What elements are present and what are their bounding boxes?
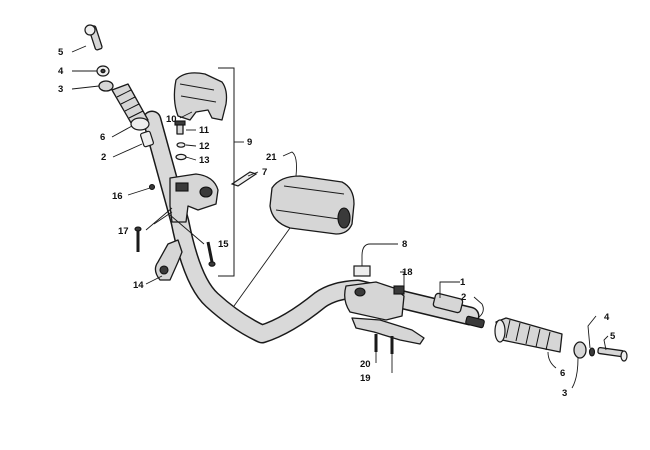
bar-end-sleeve [432, 292, 464, 314]
callout-5-right: 5 [610, 331, 616, 342]
callout-1: 1 [460, 277, 466, 288]
callout-2-left: 2 [101, 152, 106, 163]
cover-screw [174, 120, 186, 135]
callout-18: 18 [402, 267, 413, 278]
throttle-lever-clamp [154, 239, 183, 281]
grip-sleeve-left [140, 130, 154, 148]
callout-15: 15 [218, 239, 229, 250]
callout-9: 9 [247, 137, 252, 148]
callout-3-left: 3 [58, 84, 63, 95]
grip-right [494, 317, 563, 353]
clamp-bolt-short [206, 241, 216, 267]
callout-5-left: 5 [58, 47, 64, 58]
grip-left [111, 83, 150, 131]
grip-ribs-right [505, 319, 551, 351]
callouts: 5 4 3 6 2 10 11 12 13 9 21 7 16 17 15 14… [58, 47, 616, 399]
handlebar-tube [142, 110, 480, 344]
washer-left [96, 65, 110, 77]
callout-2-right: 2 [461, 292, 466, 303]
grip-sleeve-right [465, 315, 485, 329]
callout-16: 16 [112, 191, 123, 202]
callout-13: 13 [199, 155, 210, 166]
callout-19: 19 [360, 373, 371, 384]
bar-end-bolt-right [597, 346, 628, 362]
grip-ribs-left [116, 89, 144, 119]
callout-4-right: 4 [604, 312, 610, 323]
callout-6-right: 6 [560, 368, 565, 379]
switch-label [353, 265, 371, 277]
callout-7: 7 [262, 167, 267, 178]
switch-housing [344, 281, 405, 321]
throttle-clamp-assembly [169, 173, 219, 223]
bar-end-right [573, 341, 587, 359]
callout-12: 12 [199, 141, 210, 152]
bar-end-left [98, 80, 114, 92]
washer-right [588, 347, 596, 357]
callout-20: 20 [360, 359, 371, 370]
brake-lever [351, 317, 425, 345]
callout-10: 10 [166, 114, 177, 125]
callout-21: 21 [266, 152, 277, 163]
flat-washer [175, 153, 187, 161]
callout-6-left: 6 [100, 132, 105, 143]
bar-end-bolt-left [84, 24, 103, 51]
callout-3-right: 3 [562, 388, 567, 399]
callout-4-left: 4 [58, 66, 64, 77]
callout-17: 17 [118, 226, 129, 237]
throttle-housing-cover [173, 72, 228, 121]
hand-guard [269, 175, 355, 235]
leader-lines [71, 45, 609, 389]
clamp-bolt-long [134, 226, 142, 252]
callout-11: 11 [199, 125, 210, 136]
lock-washer [176, 142, 186, 148]
set-screw [148, 183, 156, 191]
callout-8: 8 [402, 239, 407, 250]
callout-14: 14 [133, 280, 144, 291]
